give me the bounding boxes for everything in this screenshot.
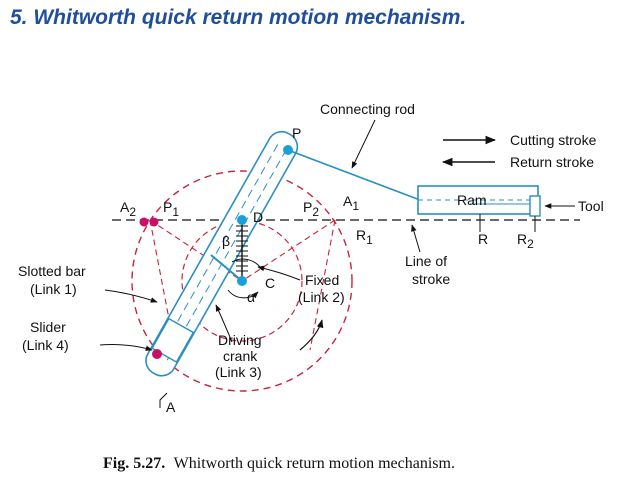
label-tool: Tool (578, 198, 604, 214)
label-line-of-stroke-1: Line of (405, 253, 447, 269)
label-slotted-bar-2: (Link 1) (30, 281, 77, 297)
label-driving-crank-2: crank (223, 348, 258, 364)
figure-caption: Fig. 5.27. Whitworth quick return motion… (103, 455, 455, 472)
label-beta: β (222, 233, 230, 249)
joint-a2 (139, 217, 149, 227)
label-r: R (478, 231, 488, 247)
label-line-of-stroke-2: stroke (412, 271, 450, 287)
label-fixed-1: Fixed (305, 272, 339, 288)
label-p2: P2 (303, 199, 319, 219)
label-driving-crank-1: Driving (218, 332, 262, 348)
rotation-arrow (299, 319, 324, 351)
joint-p (283, 145, 293, 155)
driving-crank (210, 254, 243, 282)
label-return-stroke: Return stroke (510, 154, 594, 170)
joint-slider (152, 349, 162, 359)
label-a: A (166, 399, 176, 415)
slider-block (151, 317, 195, 363)
label-fixed-2: (Link 2) (298, 289, 345, 305)
label-ram: Ram (457, 192, 487, 208)
label-r1: R1 (356, 227, 373, 247)
label-c: C (265, 275, 275, 291)
connecting-rod (287, 149, 421, 201)
fixed-link-hatch (236, 225, 248, 272)
label-a1: A1 (343, 193, 359, 213)
label-driving-crank-3: (Link 3) (215, 364, 262, 380)
label-slider-2: (Link 4) (22, 337, 69, 353)
label-slotted-bar-1: Slotted bar (18, 263, 86, 279)
label-slider-1: Slider (30, 319, 66, 335)
page-heading: 5. Whitworth quick return motion mechani… (10, 6, 467, 29)
label-p: P (292, 125, 301, 141)
label-cutting-stroke: Cutting stroke (510, 132, 597, 148)
label-r2: R2 (517, 231, 534, 251)
joint-d (237, 215, 247, 225)
label-a2: A2 (120, 199, 136, 219)
joint-p1 (149, 217, 159, 227)
slotted-bar (145, 130, 299, 377)
label-d: D (253, 209, 263, 225)
joint-c (237, 276, 247, 286)
label-connecting-rod: Connecting rod (320, 101, 415, 117)
slider-path-circle (131, 170, 353, 392)
label-p1: P1 (163, 199, 179, 219)
label-alpha: α (247, 289, 255, 305)
dashed-line-p2 (309, 219, 336, 351)
tool (529, 195, 541, 217)
